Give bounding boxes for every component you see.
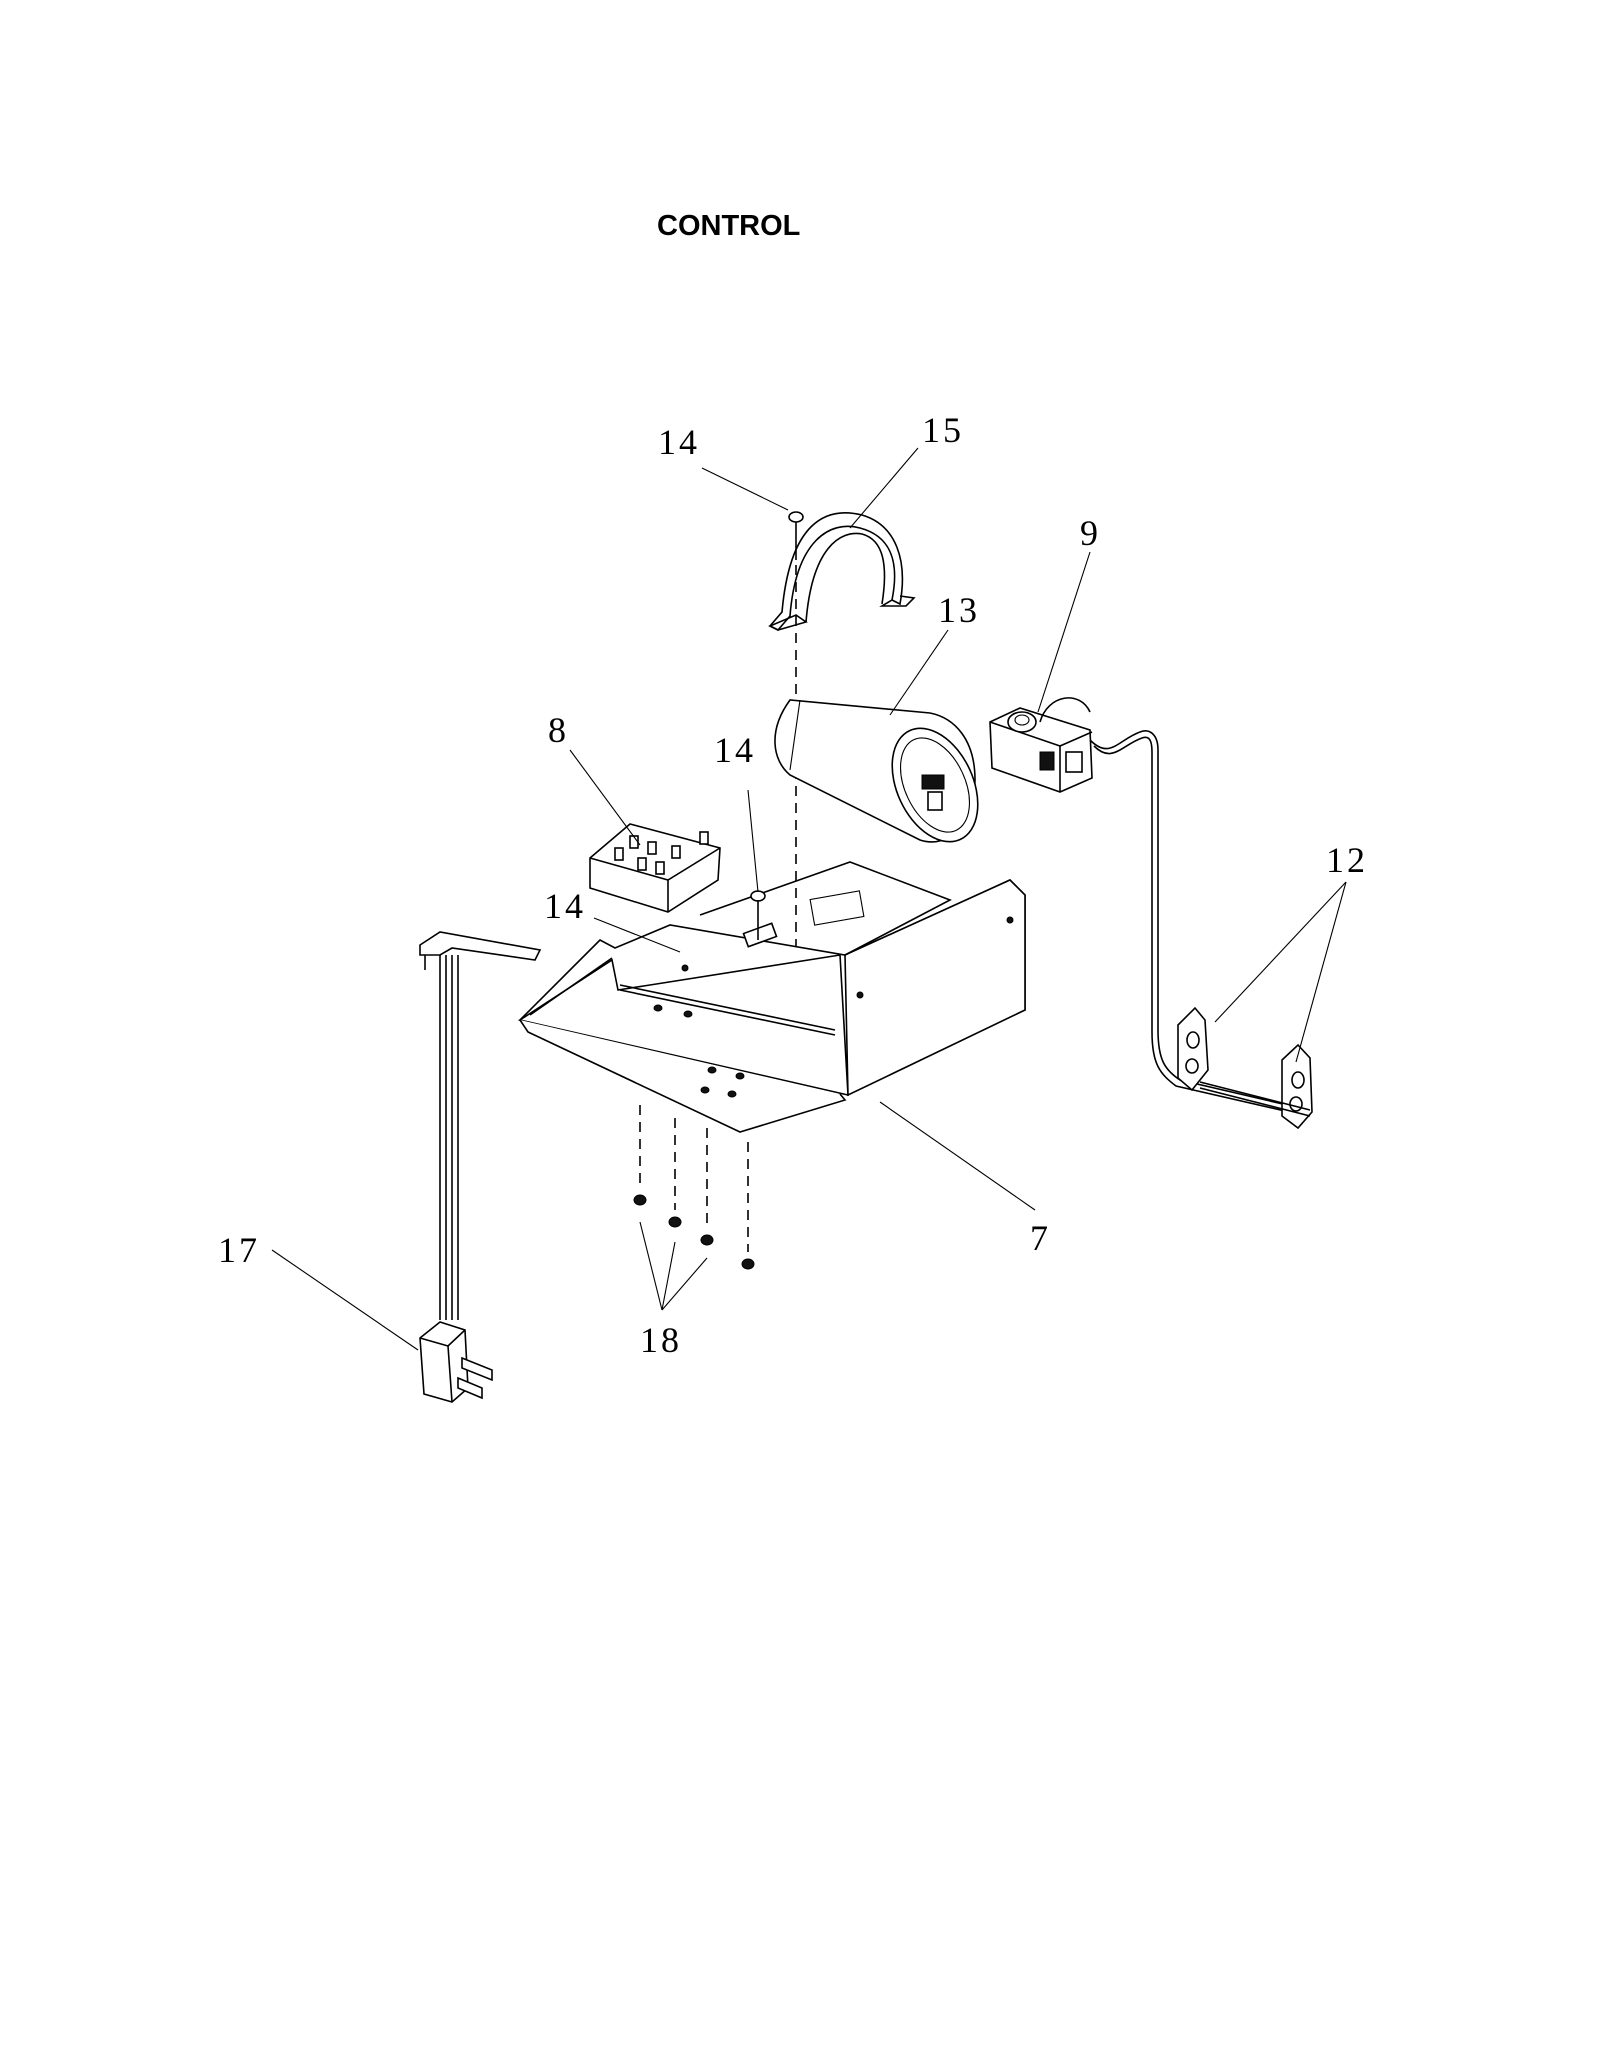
screws-part-18 — [633, 1105, 755, 1270]
power-cord-part-17 — [419, 931, 542, 1403]
clamp-bracket-part-15 — [768, 512, 916, 631]
screw-part-14-top — [788, 511, 804, 560]
callout-7: 7 — [1030, 1218, 1051, 1258]
capacitor-part-13 — [774, 699, 979, 843]
callout-12: 12 — [1326, 840, 1368, 880]
callout-17: 17 — [218, 1230, 260, 1270]
leader-lines — [271, 447, 1347, 1351]
callout-14-middle: 14 — [714, 730, 756, 770]
sensor-bracket-part-12 — [1177, 1006, 1313, 1130]
callout-18: 18 — [640, 1320, 682, 1360]
relay-part-8 — [589, 823, 721, 913]
callout-15: 15 — [922, 410, 964, 450]
thermostat-part-9 — [989, 697, 1093, 793]
diagram-title: CONTROL — [657, 210, 801, 242]
control-box-part-7 — [517, 861, 1026, 1133]
capillary-tube — [1089, 730, 1301, 1109]
callout-14-left: 14 — [544, 886, 586, 926]
callout-14-top: 14 — [658, 422, 700, 462]
callout-9: 9 — [1080, 513, 1101, 553]
callout-13: 13 — [938, 590, 980, 630]
callout-8: 8 — [548, 710, 569, 750]
